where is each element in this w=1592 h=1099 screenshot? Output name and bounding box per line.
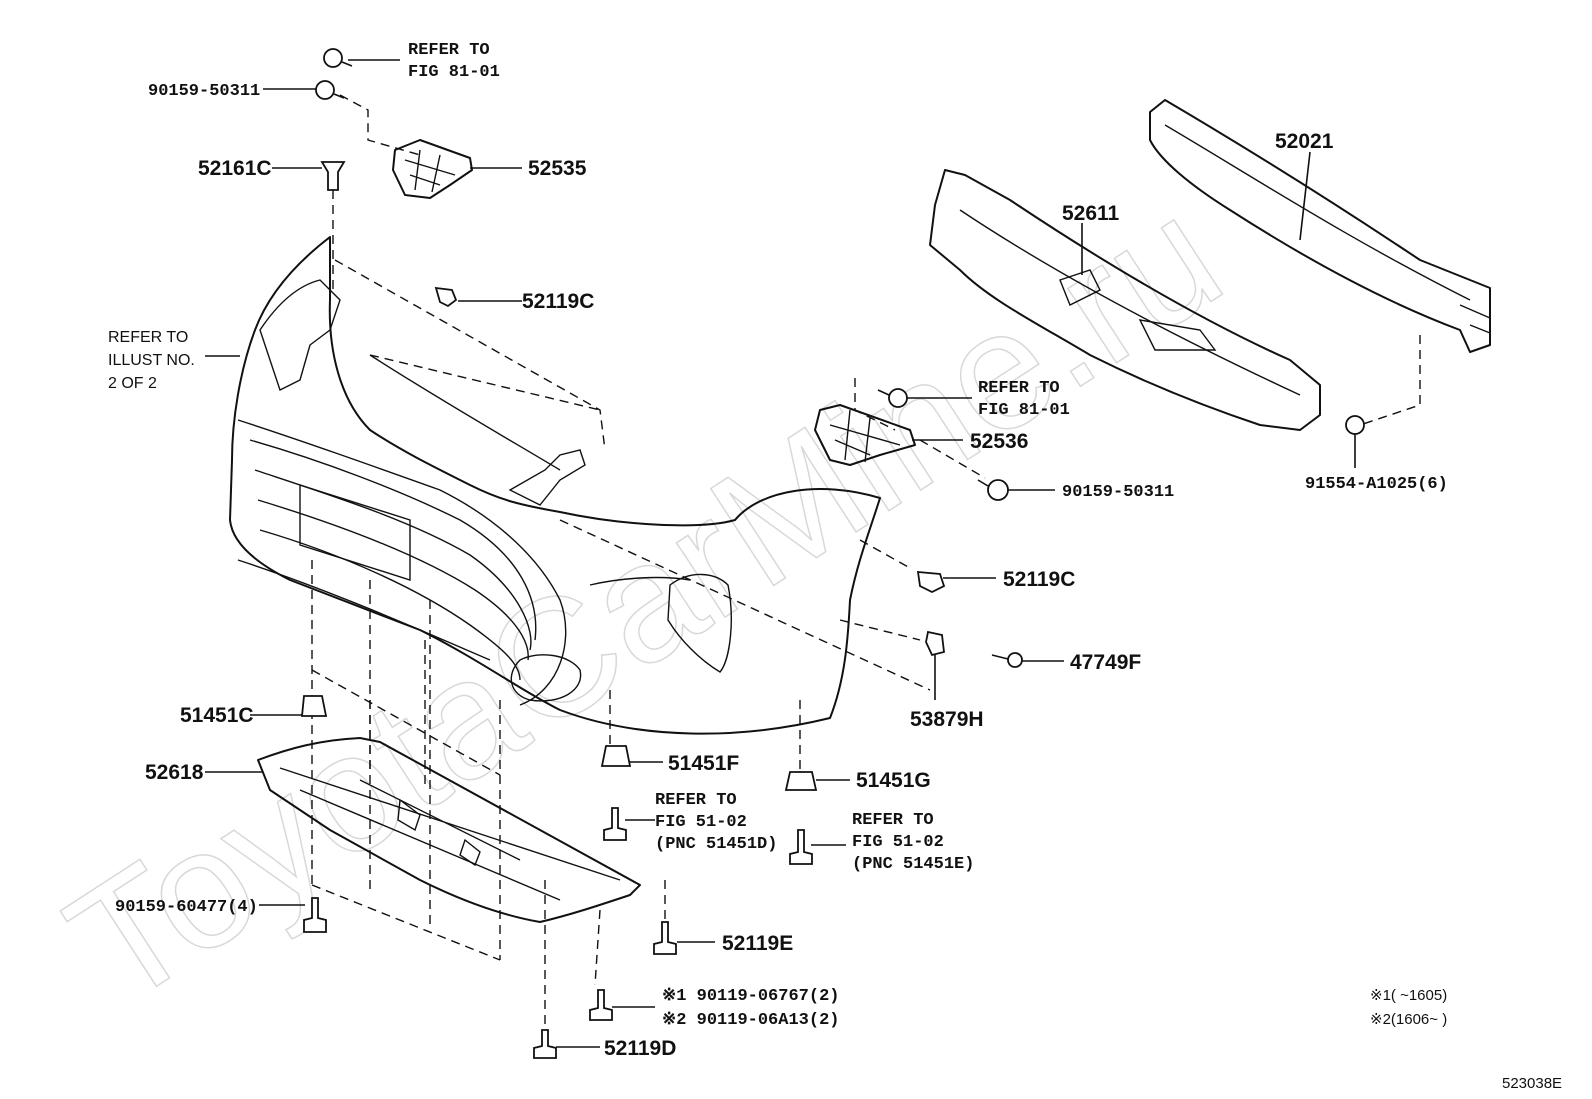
nut-icon[interactable] [925, 630, 945, 657]
part-number-52611[interactable]: 52611 [1062, 202, 1120, 225]
part-number-52021[interactable]: 52021 [1275, 130, 1334, 153]
bumper-reinforcement[interactable] [1149, 99, 1491, 353]
part-number-90159-60477[interactable]: 90159-60477(4) [115, 898, 258, 917]
leader-lines [205, 59, 1356, 1048]
part-number-51451F[interactable]: 51451F [668, 752, 739, 775]
part-number-52119C-right[interactable]: 52119C [1003, 568, 1075, 591]
diagram-id: 523038E [1502, 1075, 1562, 1092]
legend-note-2: ※2(1606~ ) [1370, 1011, 1447, 1028]
refer-fig-51-02-e-line3: (PNC 51451E) [852, 855, 974, 874]
screw-icon[interactable] [653, 921, 677, 955]
part-number-52119E[interactable]: 52119E [722, 932, 793, 955]
screw-icon[interactable] [789, 829, 813, 865]
bracket-52536[interactable] [814, 404, 916, 466]
part-number-52119C-top[interactable]: 52119C [522, 290, 594, 313]
refer-fig-81-01-top-line2: FIG 81-01 [408, 63, 500, 82]
refer-illust-line2: ILLUST NO. [108, 352, 195, 369]
clip-icon[interactable] [434, 286, 458, 308]
fasteners [301, 48, 1365, 1059]
part-number-52161C[interactable]: 52161C [198, 157, 272, 180]
energy-absorber[interactable] [929, 169, 1321, 431]
screw-icon[interactable] [589, 989, 613, 1021]
part-number-90159-50311-top[interactable]: 90159-50311 [148, 82, 260, 101]
part-number-51451C[interactable]: 51451C [180, 704, 254, 727]
note2-part-number[interactable]: ※2 90119-06A13(2) [662, 1011, 839, 1030]
screw-icon[interactable] [603, 807, 627, 841]
part-number-91554-A1025[interactable]: 91554-A1025(6) [1305, 475, 1448, 494]
refer-fig-81-01-top-line1: REFER TO [408, 41, 490, 60]
nut-icon[interactable] [600, 745, 632, 767]
refer-fig-51-02-d-line1: REFER TO [655, 791, 737, 810]
note1-part-number[interactable]: ※1 90119-06767(2) [662, 987, 839, 1006]
refer-fig-51-02-e-line1: REFER TO [852, 811, 934, 830]
legend-note-1: ※1( ~1605) [1370, 987, 1447, 1004]
part-labels: REFER TO FIG 81-01 90159-50311 52161C 52… [108, 41, 1562, 1092]
part-number-51451G[interactable]: 51451G [856, 769, 931, 792]
bracket-52535[interactable] [392, 139, 473, 199]
clip-icon[interactable] [916, 571, 946, 594]
refer-fig-51-02-d-line3: (PNC 51451D) [655, 835, 777, 854]
refer-fig-81-01-right-line1: REFER TO [978, 379, 1060, 398]
nut-icon[interactable] [301, 695, 328, 717]
part-number-52535[interactable]: 52535 [528, 157, 587, 180]
refer-illust-line3: 2 OF 2 [108, 375, 157, 392]
refer-fig-81-01-right-line2: FIG 81-01 [978, 401, 1070, 420]
nut-icon[interactable] [784, 771, 818, 791]
part-number-47749F[interactable]: 47749F [1070, 651, 1141, 674]
part-number-90159-50311-right[interactable]: 90159-50311 [1062, 483, 1174, 502]
grommet-icon[interactable] [991, 652, 1023, 668]
screw-icon[interactable] [303, 897, 327, 933]
bolt-icon[interactable] [977, 479, 1009, 501]
bolt-icon[interactable] [1345, 415, 1365, 448]
bolt-icon[interactable] [315, 80, 345, 100]
refer-illust-line1: REFER TO [108, 329, 188, 346]
part-number-52119D[interactable]: 52119D [604, 1037, 676, 1060]
part-number-52536[interactable]: 52536 [970, 430, 1028, 453]
screw-icon[interactable] [533, 1029, 557, 1059]
clip-icon[interactable] [320, 161, 346, 191]
bolt-icon[interactable] [323, 48, 353, 68]
assembly-lines [311, 94, 1421, 1030]
refer-fig-51-02-d-line2: FIG 51-02 [655, 813, 747, 832]
part-number-53879H[interactable]: 53879H [910, 708, 984, 731]
refer-fig-51-02-e-line2: FIG 51-02 [852, 833, 944, 852]
part-number-52618[interactable]: 52618 [145, 761, 204, 784]
front-bumper-cover[interactable] [229, 236, 881, 735]
